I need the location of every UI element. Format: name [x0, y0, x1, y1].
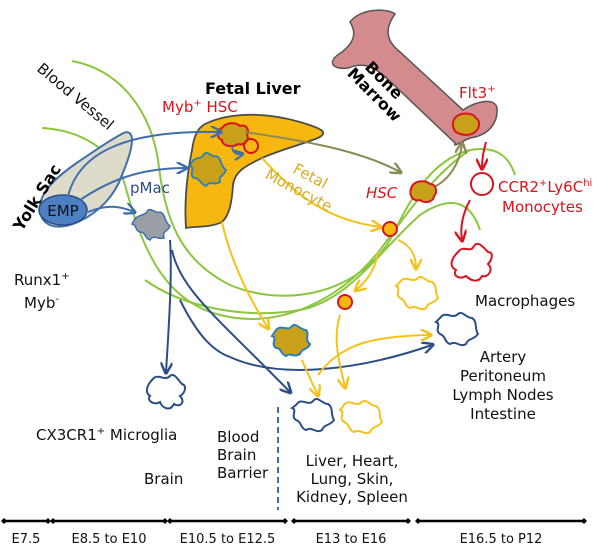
- pmac-to-microglia-arrow: [166, 239, 171, 372]
- monocyte-to-yellow-macrophage-arrow: [397, 239, 416, 268]
- bone-marrow-macrophage-cell: [450, 242, 493, 282]
- liver-to-fetal-monocyte-arrow: [261, 157, 380, 227]
- pmac-to-organs-arrow: [171, 249, 290, 392]
- myb-negative-label: Myb-: [24, 294, 59, 312]
- fetal-monocyte-cell-1: [382, 221, 398, 237]
- timeline-endpoint: [45, 518, 51, 524]
- ccr2-monocyte-cell: [470, 172, 494, 196]
- pmac-cell: [130, 208, 171, 241]
- monocyte-to-macrophage-arrow: [461, 199, 471, 240]
- emp-to-liver-hsc-arrow: [67, 132, 220, 197]
- microglia-cell: [145, 374, 187, 410]
- timeline-endpoint: [162, 518, 168, 524]
- monocytes-label: Monocytes: [502, 198, 583, 216]
- timeline-label: E8.5 to E10: [72, 532, 147, 547]
- fetal-tissue-macrophage-cell: [270, 323, 312, 358]
- myb-hsc-label: Myb+ HSC: [162, 98, 238, 116]
- liver-hsc-to-circulating-hsc-arrow: [244, 131, 400, 172]
- pmac-label: pMac: [130, 179, 170, 197]
- emp-cell: [38, 194, 88, 226]
- timeline-endpoint: [581, 518, 587, 524]
- organ-macrophage-blue-cell: [289, 397, 336, 433]
- tissue-macrophage-to-sites-arrow: [317, 335, 430, 376]
- timeline-endpoint: [167, 518, 173, 524]
- fetal-monocyte-label: FetalMonocyte: [262, 149, 343, 215]
- timeline-endpoint: [1, 518, 7, 524]
- emp-to-pmac-arrow: [87, 207, 134, 212]
- microglia-label: CX3CR1+ Microglia: [36, 426, 177, 444]
- circulating-hsc-cell: [409, 180, 438, 204]
- timeline-endpoint: [415, 518, 421, 524]
- monocyte-to-monocyte-arrow: [356, 251, 379, 290]
- flt3-hsc-cell: [451, 112, 480, 136]
- timeline-endpoint: [405, 518, 411, 524]
- timeline-endpoint: [50, 518, 56, 524]
- fetal-monocyte-cell-2: [337, 294, 353, 310]
- hsc-to-progenitor-arrow: [231, 145, 242, 154]
- bone-marrow-to-monocyte-arrow: [482, 141, 486, 168]
- fetal-liver-pmac-cell: [188, 152, 228, 188]
- blood-vessel-label: Blood Vessel: [33, 59, 117, 134]
- bone-marrow-shape: [331, 9, 498, 146]
- pmac-to-sites-arrow: [229, 345, 432, 371]
- timeline-label: E10.5 to E12.5: [180, 532, 276, 547]
- site-macrophage-blue-cell: [434, 311, 480, 347]
- monocyte-to-organ-yellow-macrophage-arrow: [335, 314, 345, 387]
- fetal-liver-label: Fetal Liver: [205, 79, 301, 98]
- fetal-liver-shape: [184, 113, 324, 230]
- hsc-label: HSC: [366, 184, 398, 202]
- timeline-label: E7.5: [12, 532, 41, 547]
- fetal-liver-hsc-cell: [216, 122, 250, 148]
- macrophages-label: Macrophages: [475, 292, 575, 310]
- tissue-macrophage-to-organs-arrow: [301, 359, 318, 395]
- timeline-endpoint: [282, 518, 288, 524]
- runx1-label: Runx1+: [14, 271, 70, 289]
- timeline-endpoint: [291, 518, 297, 524]
- flt3-label: Flt3+: [459, 84, 496, 102]
- emp-to-liver-pmac-arrow: [79, 168, 186, 201]
- hsc-to-bone-marrow-arrow: [431, 144, 462, 189]
- organ-macrophage-yellow-cell: [338, 399, 384, 435]
- ccr2-label: CCR2+Ly6Chi: [498, 178, 592, 196]
- brain-label: Brain: [144, 470, 183, 488]
- blue-path-connector: [179, 299, 231, 358]
- timeline-label: E13 to E16: [316, 532, 387, 547]
- timeline-label: E16.5 to P12: [460, 532, 543, 547]
- organs-label: Liver, Heart,Lung, Skin,Kidney, Spleen: [296, 452, 408, 506]
- fetal-liver-progenitor-cell: [243, 138, 259, 154]
- site-macrophage-yellow-cell: [394, 275, 440, 311]
- liver-to-tissue-macrophage-arrow: [221, 221, 268, 328]
- timeline: E7.5 E8.5 to E10 E10.5 to E12.5 E13 to E16 E…: [1, 518, 587, 547]
- emp-label: EMP: [47, 202, 78, 220]
